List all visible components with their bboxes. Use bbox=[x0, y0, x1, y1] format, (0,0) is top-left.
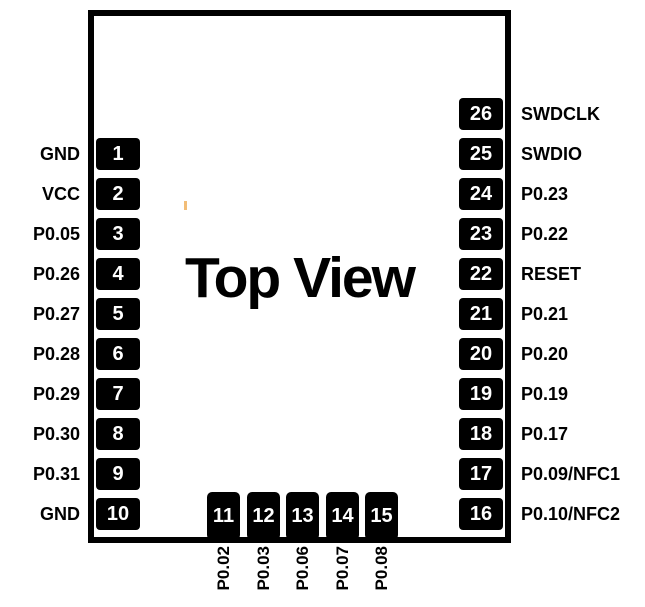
pin-12-label: P0.03 bbox=[253, 546, 273, 591]
pin-15-label: P0.08 bbox=[371, 546, 391, 591]
pin-25-pad: 25 bbox=[459, 138, 503, 170]
pin-4-number: 4 bbox=[112, 262, 124, 285]
diagram-title: Top View bbox=[185, 246, 416, 310]
pin-11-label: P0.02 bbox=[213, 546, 233, 591]
pin-14-pad: 14 bbox=[326, 492, 359, 540]
pin-23-pad: 23 bbox=[459, 218, 503, 250]
pin-26-label: SWDCLK bbox=[521, 104, 600, 124]
pin-19-pad: 19 bbox=[459, 378, 503, 410]
pin-9-number: 9 bbox=[112, 462, 124, 485]
pin-5-number: 5 bbox=[112, 302, 124, 325]
pin-16-pad: 16 bbox=[459, 498, 503, 530]
pin-20-number: 20 bbox=[469, 342, 493, 365]
pin-16-number: 16 bbox=[469, 502, 493, 525]
pin-7-number: 7 bbox=[112, 382, 124, 405]
pin-4-label: P0.26 bbox=[32, 264, 80, 284]
pin-17-pad: 17 bbox=[459, 458, 503, 490]
pin-19-label: P0.19 bbox=[521, 384, 569, 404]
pin-24-pad: 24 bbox=[459, 178, 503, 210]
pin-16-label: P0.10/NFC2 bbox=[521, 504, 621, 524]
pin-5-pad: 5 bbox=[96, 298, 140, 330]
module-outline bbox=[88, 10, 511, 543]
pin-26-number: 26 bbox=[469, 102, 493, 125]
stray-mark bbox=[184, 201, 187, 210]
pin-23-label: P0.22 bbox=[521, 224, 569, 244]
pin-11-number: 11 bbox=[212, 504, 235, 527]
pin-21-label: P0.21 bbox=[521, 304, 569, 324]
pin-1-number: 1 bbox=[112, 142, 124, 165]
pin-6-number: 6 bbox=[112, 342, 124, 365]
pin-17-number: 17 bbox=[469, 462, 493, 485]
pin-9-label: P0.31 bbox=[32, 464, 80, 484]
pin-13-number: 13 bbox=[291, 504, 314, 527]
pin-17-label: P0.09/NFC1 bbox=[521, 464, 621, 484]
pin-15-number: 15 bbox=[370, 504, 393, 527]
pin-3-label: P0.05 bbox=[32, 224, 80, 244]
pin-18-label: P0.17 bbox=[521, 424, 569, 444]
pin-26-pad: 26 bbox=[459, 98, 503, 130]
pin-2-label: VCC bbox=[41, 184, 80, 204]
pin-12-pad: 12 bbox=[247, 492, 280, 540]
pin-2-pad: 2 bbox=[96, 178, 140, 210]
pin-2-number: 2 bbox=[112, 182, 124, 205]
pin-7-label: P0.29 bbox=[32, 384, 80, 404]
pin-8-label: P0.30 bbox=[32, 424, 80, 444]
pin-6-pad: 6 bbox=[96, 338, 140, 370]
pin-1-pad: 1 bbox=[96, 138, 140, 170]
pin-14-label: P0.07 bbox=[332, 546, 352, 591]
pin-21-number: 21 bbox=[469, 302, 493, 325]
pin-22-label: RESET bbox=[521, 264, 582, 284]
pin-23-number: 23 bbox=[469, 222, 493, 245]
pin-25-label: SWDIO bbox=[521, 144, 582, 164]
pin-6-label: P0.28 bbox=[32, 344, 80, 364]
pin-3-number: 3 bbox=[112, 222, 124, 245]
pin-8-number: 8 bbox=[112, 422, 124, 445]
pin-13-label: P0.06 bbox=[292, 546, 312, 591]
pin-10-pad: 10 bbox=[96, 498, 140, 530]
pin-18-pad: 18 bbox=[459, 418, 503, 450]
pin-14-number: 14 bbox=[331, 504, 354, 527]
pin-5-label: P0.27 bbox=[32, 304, 80, 324]
pin-4-pad: 4 bbox=[96, 258, 140, 290]
pin-11-pad: 11 bbox=[207, 492, 240, 540]
pin-1-label: GND bbox=[40, 144, 80, 164]
pin-25-number: 25 bbox=[469, 142, 493, 165]
pin-22-pad: 22 bbox=[459, 258, 503, 290]
pin-24-label: P0.23 bbox=[521, 184, 569, 204]
pin-22-number: 22 bbox=[469, 262, 493, 285]
pin-12-number: 12 bbox=[252, 504, 275, 527]
pin-20-label: P0.20 bbox=[521, 344, 569, 364]
pin-21-pad: 21 bbox=[459, 298, 503, 330]
pin-10-label: GND bbox=[40, 504, 80, 524]
pin-15-pad: 15 bbox=[365, 492, 398, 540]
pin-19-number: 19 bbox=[469, 382, 493, 405]
pin-8-pad: 8 bbox=[96, 418, 140, 450]
pin-10-number: 10 bbox=[106, 502, 130, 525]
pin-7-pad: 7 bbox=[96, 378, 140, 410]
pin-13-pad: 13 bbox=[286, 492, 319, 540]
pin-18-number: 18 bbox=[469, 422, 493, 445]
pin-20-pad: 20 bbox=[459, 338, 503, 370]
pin-9-pad: 9 bbox=[96, 458, 140, 490]
pin-24-number: 24 bbox=[469, 182, 493, 205]
pin-3-pad: 3 bbox=[96, 218, 140, 250]
